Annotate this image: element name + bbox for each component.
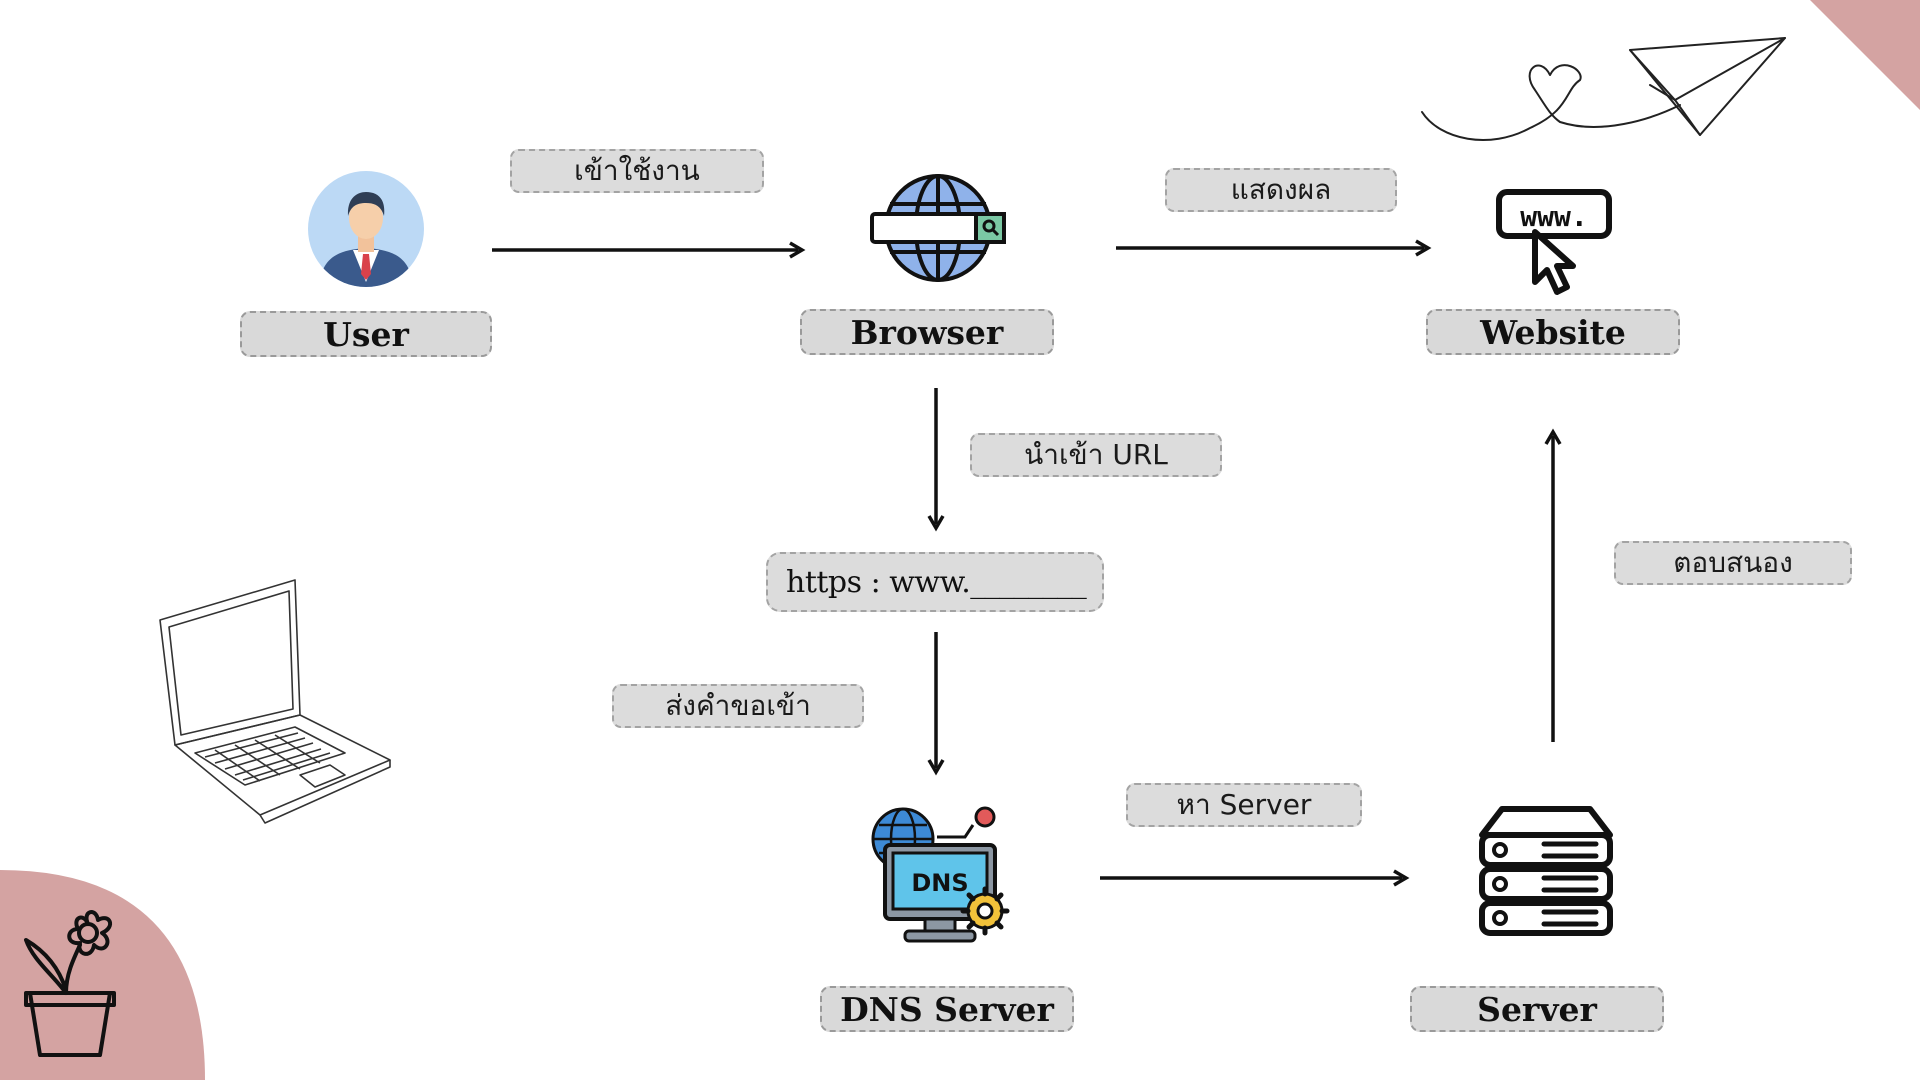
arrow-url-to-dns [927, 632, 945, 776]
edge-label-url-to-dns: ส่งคำขอเข้า [612, 684, 864, 728]
edge-label-dns-to-server: หา Server [1126, 783, 1362, 827]
bottom-left-corner-shape [0, 870, 205, 1080]
user-avatar-icon [308, 171, 424, 287]
paper-plane-heart-icon [1421, 37, 1786, 141]
edge-label-browser-to-website: แสดงผล [1165, 168, 1397, 212]
flower-pot-icon [24, 910, 116, 1057]
svg-text:DNS: DNS [911, 869, 968, 897]
node-label-dns-server: DNS Server [820, 986, 1074, 1032]
www-cursor-icon: www. [1496, 189, 1612, 295]
globe-search-icon [870, 174, 1006, 282]
server-rack-icon [1479, 806, 1613, 936]
edge-label-user-to-browser: เข้าใช้งาน [510, 149, 764, 193]
url-box: https : www.________ [766, 552, 1104, 612]
top-right-corner-triangle [1810, 0, 1920, 110]
node-label-user: User [240, 311, 492, 357]
node-label-server: Server [1410, 986, 1664, 1032]
edge-label-server-to-website: ตอบสนอง [1614, 541, 1852, 585]
arrow-user-to-browser [492, 241, 806, 259]
node-label-website: Website [1426, 309, 1680, 355]
node-label-browser: Browser [800, 309, 1054, 355]
dns-monitor-icon: DNS [871, 806, 1010, 943]
edge-label-browser-to-url: นำเข้า URL [970, 433, 1222, 477]
laptop-sketch-icon [159, 579, 391, 824]
arrow-server-to-website [1544, 428, 1562, 742]
arrow-browser-to-url [927, 388, 945, 532]
arrow-dns-to-server [1100, 869, 1410, 887]
svg-text:www.: www. [1520, 200, 1587, 233]
arrow-browser-to-website [1116, 239, 1432, 257]
